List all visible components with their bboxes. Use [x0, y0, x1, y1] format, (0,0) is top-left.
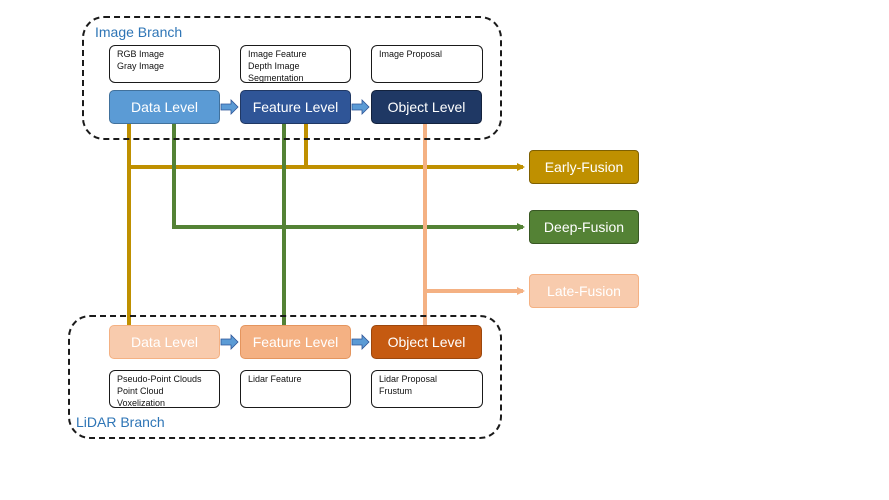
image-data-level: Data Level: [109, 90, 220, 124]
lidar-object-level: Object Level: [371, 325, 482, 359]
image-object-note: Image Proposal: [371, 45, 483, 83]
note-line: RGB Image: [117, 49, 165, 59]
lidar-data-note: Pseudo-Point Clouds Point Cloud Voxeliza…: [109, 370, 220, 408]
deep-fusion-box: Deep-Fusion: [529, 210, 639, 244]
late-fusion-box: Late-Fusion: [529, 274, 639, 308]
lidar-branch-container: [68, 315, 502, 439]
early-fusion-lines: [127, 124, 525, 327]
image-branch-title: Image Branch: [95, 24, 183, 40]
note-line: Depth Image: [248, 61, 300, 71]
early-fusion-box: Early-Fusion: [529, 150, 639, 184]
lidar-object-note: Lidar Proposal Frustum: [371, 370, 483, 408]
lidar-branch-title: LiDAR Branch: [76, 414, 165, 430]
lidar-feature-note: Lidar Feature: [240, 370, 351, 408]
note-line: Segmentation: [248, 73, 304, 83]
note-line: Pseudo-Point Clouds: [117, 374, 202, 384]
image-branch-container: [82, 16, 502, 140]
deep-fusion-lines: [172, 124, 525, 327]
image-data-note: RGB Image Gray Image: [109, 45, 220, 83]
note-line: Lidar Proposal: [379, 374, 438, 384]
image-flow-arrows: [220, 99, 370, 115]
lidar-data-level: Data Level: [109, 325, 220, 359]
note-line: Gray Image: [117, 61, 165, 71]
lidar-feature-level: Feature Level: [240, 325, 351, 359]
note-line: Lidar Feature: [248, 374, 302, 384]
note-line: Frustum: [379, 386, 413, 396]
note-line: Image Feature: [248, 49, 307, 59]
note-line: Voxelization: [117, 398, 166, 408]
image-object-level: Object Level: [371, 90, 482, 124]
late-fusion-lines: [423, 124, 525, 327]
lidar-flow-arrows: [220, 334, 370, 350]
image-feature-note: Image Feature Depth Image Segmentation: [240, 45, 351, 83]
note-line: Point Cloud: [117, 386, 164, 396]
note-line: Image Proposal: [379, 49, 443, 59]
image-feature-level: Feature Level: [240, 90, 351, 124]
